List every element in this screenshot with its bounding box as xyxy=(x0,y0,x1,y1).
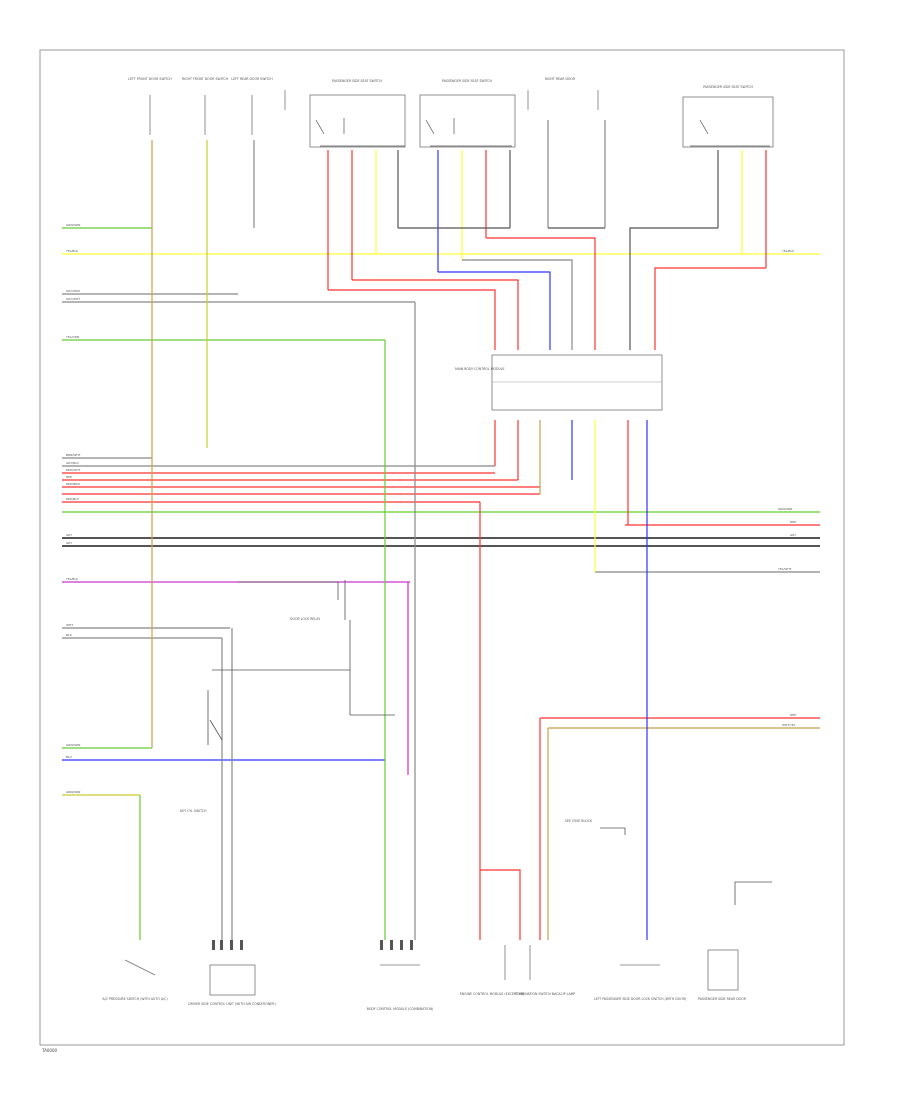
horizontal-wires xyxy=(62,227,820,796)
bottom-components xyxy=(124,945,739,996)
left-wire-label: GRY xyxy=(66,541,72,545)
bottom-component-1-label: A/C PRESSURE SWITCH (WITH AUTO A/C) xyxy=(102,997,167,1001)
left-wire-label: RED/WHT xyxy=(66,468,81,472)
fuse-reference-label: SEE FUSE BLOCK xyxy=(565,819,593,823)
junction-routing xyxy=(328,227,766,940)
key-cylinder-switch xyxy=(207,690,223,745)
right-wire-label: YEL/BLU xyxy=(782,249,794,253)
left-wire-label: GRY/BLU xyxy=(66,461,79,465)
left-wire-label: BLK xyxy=(66,633,73,637)
door-lock-relay xyxy=(212,580,395,716)
right-wire-label: RED xyxy=(790,713,797,717)
left-wire-label: WHT xyxy=(66,623,73,627)
right-edge-labels: YEL/BLU GRN/ORN RED GRY YEL/WHT RED WHT/… xyxy=(778,249,797,727)
right-front-door-switch-label: RIGHT FRONT DOOR SWITCH xyxy=(182,77,229,81)
left-wire-label: GRY xyxy=(66,533,72,537)
left-wire-label: YEL/BLU xyxy=(66,577,78,581)
bottom-component-4-label: ENGINE CONTROL MODULE (EXCEPT V6) xyxy=(460,992,524,996)
top-labels: LEFT FRONT DOOR SWITCH RIGHT FRONT DOOR … xyxy=(128,77,753,89)
bottom-component-5-label: COMBINATION SWITCH BACK-UP LAMP xyxy=(515,992,576,996)
left-wire-label: GRY/ORN xyxy=(66,289,80,293)
left-wire-label: RED/BLU xyxy=(66,497,79,501)
bottom-connector-pins xyxy=(212,940,413,950)
bottom-component-2-label: DRIVER SIDE CONTROL UNIT (WITH AIR CONDI… xyxy=(188,1002,275,1006)
bottom-labels: A/C PRESSURE SWITCH (WITH AUTO A/C) DRIV… xyxy=(102,992,746,1011)
bottom-component-7-label: PASSENGER SIDE REAR DOOR xyxy=(698,997,747,1001)
door-lock-relay-label: DOOR LOCK RELAY xyxy=(290,617,320,621)
diagram-frame xyxy=(39,49,845,1046)
left-wire-label: GRY/WHT xyxy=(66,297,80,301)
junction-block: MAIN BODY CONTROL MODULE xyxy=(455,354,663,411)
left-rear-door-switch-label: LEFT REAR DOOR SWITCH xyxy=(231,77,273,81)
bottom-7-arrow xyxy=(734,881,772,905)
left-front-door-switch-label: LEFT FRONT DOOR SWITCH xyxy=(128,77,172,81)
fuse-reference-arrow xyxy=(600,827,626,835)
left-wire-label: GRN/ORN xyxy=(66,790,80,794)
top-components xyxy=(149,90,774,148)
right-wire-label: GRY xyxy=(790,533,796,537)
vertical-wires xyxy=(139,120,767,940)
left-wire-label: BRN/WHT xyxy=(66,453,81,457)
seat-switch-label-1: PASSENGER SIDE SEAT SWITCH xyxy=(332,79,383,83)
right-wire-label: RED xyxy=(790,520,797,524)
bottom-component-3-label: BODY CONTROL MODULE (COMBINATION) xyxy=(367,1007,434,1011)
left-wire-label: RED xyxy=(66,475,73,479)
left-wire-label: YEL/BLU xyxy=(66,249,78,253)
right-wire-label: WHT/YEL xyxy=(782,723,796,727)
diagram-reference: TA0000 xyxy=(41,1048,58,1053)
left-wire-label: BLU xyxy=(66,755,72,759)
right-wire-label: YEL/WHT xyxy=(778,567,792,571)
left-wire-label: GRN/ORN xyxy=(66,223,80,227)
top-switch-contacts xyxy=(315,118,770,147)
bottom-component-6-label: LEFT PASSENGER SIDE DOOR LOCK SWITCH (WI… xyxy=(594,997,686,1001)
seat-switch-label-3: PASSENGER SIDE SEAT SWITCH xyxy=(703,85,754,89)
left-wire-label: GRN/ORN xyxy=(66,743,80,747)
junction-block-label: MAIN BODY CONTROL MODULE xyxy=(455,367,505,371)
left-edge-labels: GRN/ORN YEL/BLU GRY/ORN GRY/WHT YEL/ORN … xyxy=(66,223,81,794)
left-wire-label: RED/BRN xyxy=(66,482,80,486)
seat-switch-label-2: PASSENGER SIDE SEAT SWITCH xyxy=(442,79,493,83)
right-rear-door-label: RIGHT REAR DOOR xyxy=(545,77,576,81)
right-wire-label: GRN/ORN xyxy=(778,507,792,511)
left-wire-label: YEL/ORN xyxy=(66,335,79,339)
key-cylinder-switch-label: KEY CYL SWITCH xyxy=(180,809,207,813)
